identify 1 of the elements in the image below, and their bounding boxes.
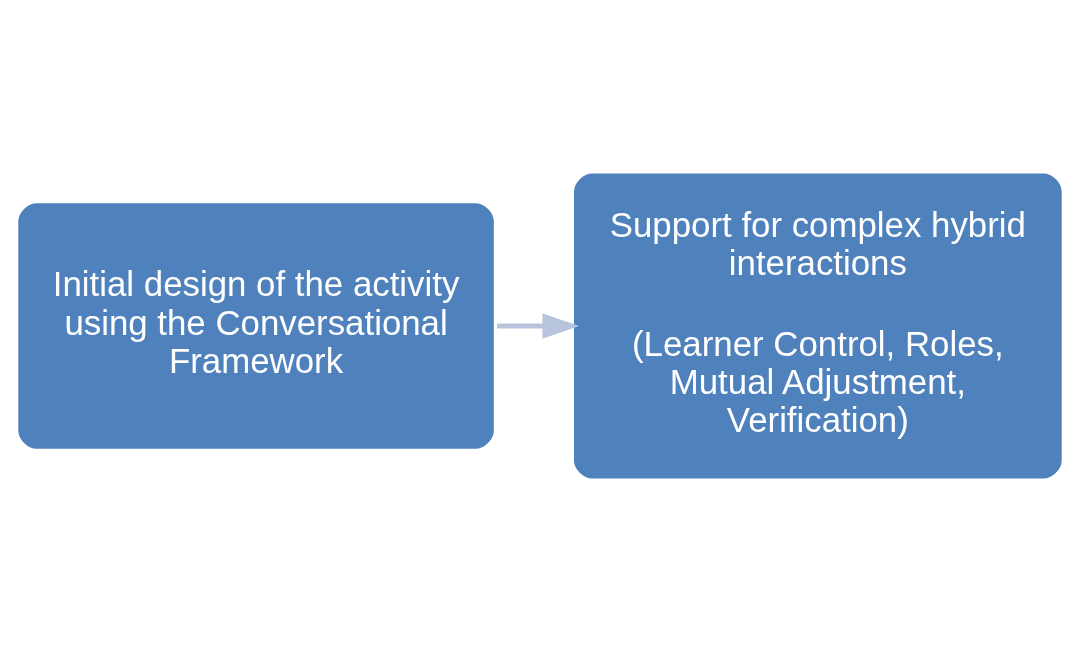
arrow — [497, 313, 580, 339]
